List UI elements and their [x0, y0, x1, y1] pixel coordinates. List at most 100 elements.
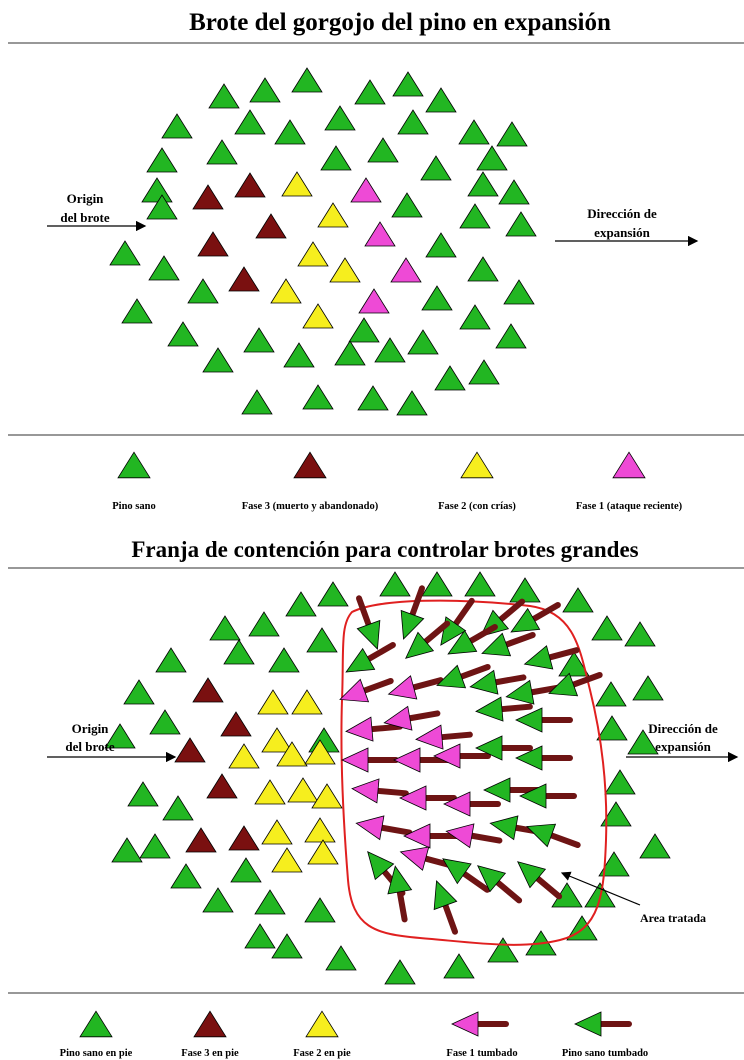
healthy-pine-icon — [254, 889, 286, 915]
legend-label: Fase 1 (ataque reciente) — [576, 501, 683, 512]
phase1-pine-icon — [350, 177, 382, 203]
panel2-title: Franja de contención para controlar brot… — [131, 537, 638, 562]
phase3-pine-icon — [192, 184, 224, 210]
phase3-pine-icon — [185, 827, 217, 853]
healthy-felled-icon — [356, 595, 381, 650]
healthy-pine-icon — [420, 155, 452, 181]
legend-phase2-standing-icon — [305, 1010, 339, 1038]
phase3-pine-icon — [228, 266, 260, 292]
panel2-forest — [104, 571, 671, 985]
healthy-pine-icon — [384, 959, 416, 985]
healthy-pine-icon — [127, 781, 159, 807]
svg-text:del brote: del brote — [65, 739, 114, 754]
phase1-felled-icon — [399, 785, 457, 811]
phase1-felled-icon — [403, 823, 461, 849]
healthy-pine-icon — [396, 390, 428, 416]
phase2-pine-icon — [317, 202, 349, 228]
healthy-pine-icon — [104, 723, 136, 749]
healthy-pine-icon — [162, 795, 194, 821]
healthy-felled-icon — [475, 696, 533, 722]
legend-label: Pino sano tumbado — [562, 1048, 648, 1059]
healthy-pine-icon — [146, 147, 178, 173]
healthy-felled-icon — [405, 620, 451, 659]
healthy-pine-icon — [334, 340, 366, 366]
healthy-pine-icon — [317, 581, 349, 607]
phase3-pine-icon — [220, 711, 252, 737]
phase2-pine-icon — [254, 779, 286, 805]
healthy-felled-icon — [517, 861, 563, 900]
panel2-origin-label: Origin del brote — [65, 721, 114, 754]
healthy-pine-icon — [268, 647, 300, 673]
phase2-pine-icon — [287, 777, 319, 803]
phase1-felled-icon — [415, 724, 473, 750]
healthy-pine-icon — [324, 105, 356, 131]
healthy-pine-icon — [562, 587, 594, 613]
phase1-felled-icon — [345, 716, 403, 742]
legend-label: Fase 2 (con crías) — [438, 501, 516, 512]
panel1-origin-label: Origin del brote — [60, 191, 109, 225]
svg-text:expansión: expansión — [594, 225, 650, 240]
healthy-felled-icon — [515, 707, 573, 733]
phase2-pine-icon — [304, 739, 336, 765]
healthy-felled-icon — [442, 858, 491, 893]
healthy-pine-icon — [392, 71, 424, 97]
phase2-pine-icon — [302, 303, 334, 329]
treated-area-label: Area tratada — [640, 911, 706, 925]
legend-phase3-standing-icon — [193, 1010, 227, 1038]
healthy-pine-icon — [357, 385, 389, 411]
legend-label: Fase 2 en pie — [293, 1048, 351, 1059]
phase2-pine-icon — [271, 847, 303, 873]
healthy-felled-icon — [523, 645, 580, 670]
treated-area-pointer — [560, 871, 641, 906]
healthy-pine-icon — [206, 139, 238, 165]
healthy-pine-icon — [591, 615, 623, 641]
phase2-pine-icon — [276, 741, 308, 767]
phase2-pine-icon — [281, 171, 313, 197]
legend-phase1-felled-icon — [451, 1011, 509, 1037]
healthy-pine-icon — [595, 681, 627, 707]
healthy-pine-icon — [304, 897, 336, 923]
phase1-pine-icon — [358, 288, 390, 314]
healthy-pine-icon — [249, 77, 281, 103]
healthy-felled-icon — [510, 602, 561, 633]
healthy-pine-icon — [421, 571, 453, 597]
legend-label: Pino sano — [112, 501, 155, 512]
healthy-pine-icon — [498, 179, 530, 205]
phase1-felled-icon — [383, 705, 441, 731]
healthy-pine-icon — [202, 347, 234, 373]
healthy-pine-icon — [187, 278, 219, 304]
healthy-pine-icon — [397, 109, 429, 135]
legend-phase3-icon — [293, 451, 327, 479]
healthy-felled-icon — [519, 783, 577, 809]
healthy-pine-icon — [391, 192, 423, 218]
healthy-pine-icon — [443, 953, 475, 979]
healthy-pine-icon — [374, 337, 406, 363]
svg-text:Dirección de: Dirección de — [587, 206, 657, 221]
legend-healthy-icon — [117, 451, 151, 479]
healthy-pine-icon — [244, 923, 276, 949]
healthy-felled-icon — [481, 632, 536, 657]
healthy-pine-icon — [148, 255, 180, 281]
panel1-direction-label: Dirección de expansión — [587, 206, 657, 240]
healthy-pine-icon — [243, 327, 275, 353]
healthy-pine-icon — [407, 329, 439, 355]
phase3-pine-icon — [192, 677, 224, 703]
panel1-title: Brote del gorgojo del pino en expansión — [189, 9, 611, 36]
healthy-pine-icon — [121, 298, 153, 324]
phase2-pine-icon — [261, 819, 293, 845]
healthy-pine-icon — [425, 87, 457, 113]
healthy-pine-icon — [209, 615, 241, 641]
healthy-pine-icon — [379, 571, 411, 597]
svg-text:Dirección de: Dirección de — [648, 721, 718, 736]
phase3-pine-icon — [174, 737, 206, 763]
healthy-pine-icon — [639, 833, 671, 859]
svg-text:expansión: expansión — [655, 739, 711, 754]
healthy-felled-icon — [548, 672, 603, 697]
panel1-forest — [109, 67, 537, 416]
legend-label: Fase 1 tumbado — [446, 1048, 517, 1059]
phase1-pine-icon — [390, 257, 422, 283]
phase2-pine-icon — [291, 689, 323, 715]
healthy-pine-icon — [139, 833, 171, 859]
